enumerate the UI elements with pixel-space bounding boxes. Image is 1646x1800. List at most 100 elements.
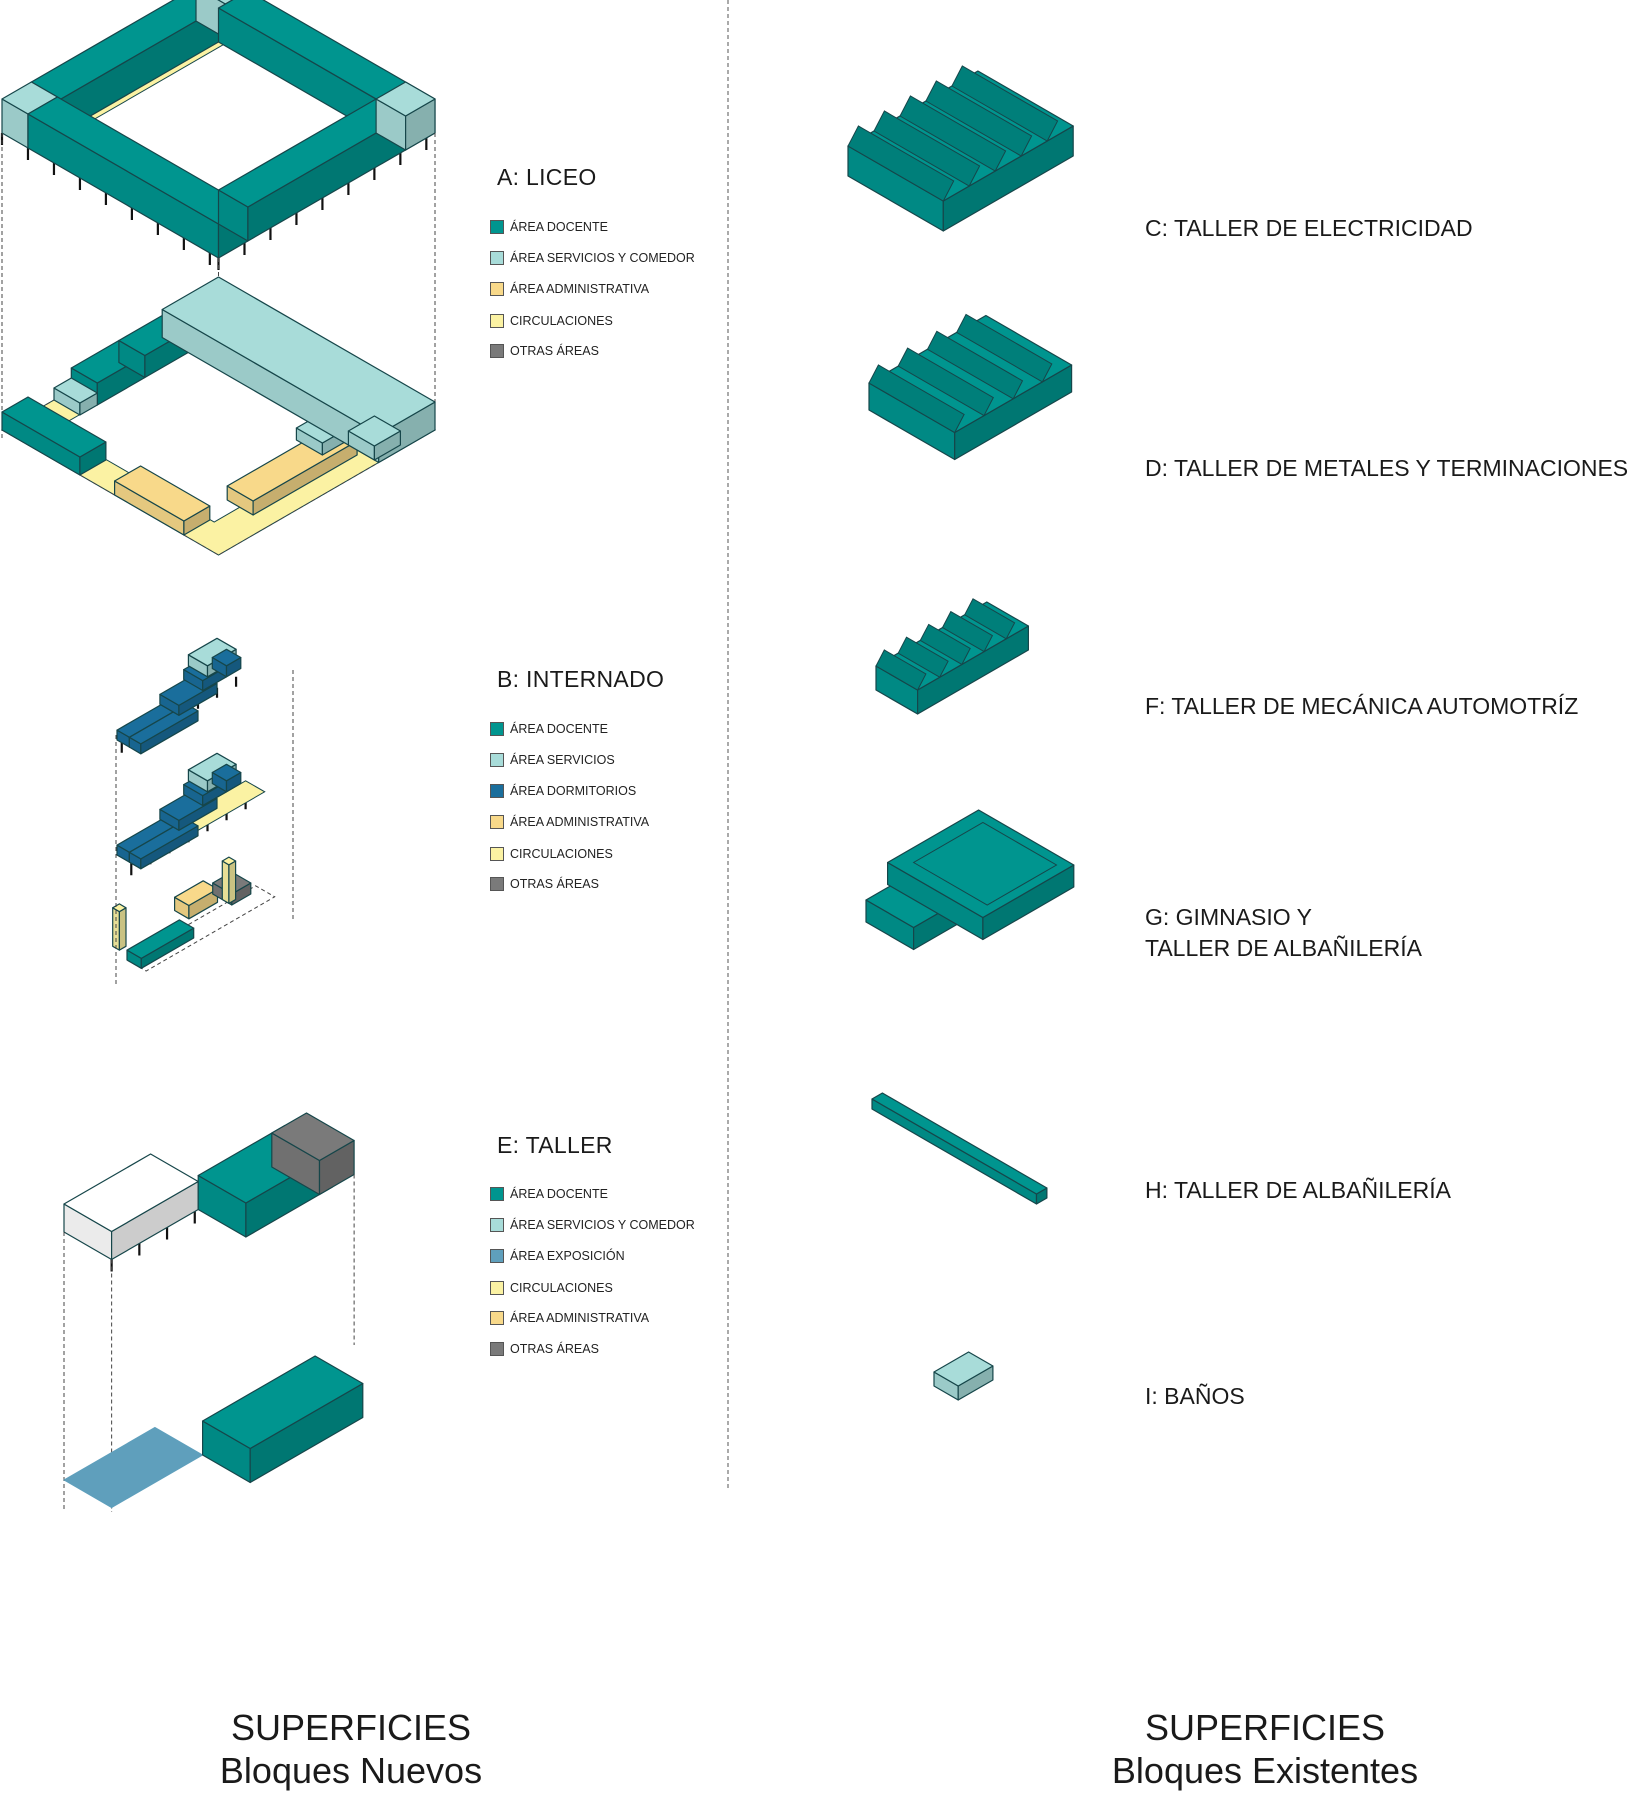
legend-item: ÁREA DOCENTE [490,721,608,737]
legend-item: CIRCULACIONES [490,313,613,329]
legend-label: ÁREA ADMINISTRATIVA [510,815,650,829]
legend-label: ÁREA ADMINISTRATIVA [510,282,650,296]
legend-item: ÁREA ADMINISTRATIVA [490,814,649,830]
internado-stair-tower-face [118,907,127,951]
legend-label: ÁREA DORMITORIOS [510,784,637,798]
legend-item: ÁREA SERVICIOS [490,752,615,768]
liceo-corner-block-top [375,81,436,117]
block-c-label: C: TALLER DE ELECTRICIDAD [1145,213,1473,244]
legend-label: OTRAS ÁREAS [510,1342,599,1356]
legend-swatch [490,877,504,891]
footer-new-blocks: SUPERFICIES Bloques Nuevos [141,1706,561,1792]
block-a-title: A: LICEO [497,164,597,190]
legend-label: OTRAS ÁREAS [510,877,599,891]
footer-title: SUPERFICIES [230,1707,472,1748]
existing-block-h-top [871,1092,1048,1195]
liceo-ground-admin-top [113,465,211,522]
legend-item: ÁREA ADMINISTRATIVA [490,281,649,297]
block-g-label: G: GIMNASIO Y TALLER DE ALBAÑILERÍA [1145,902,1422,964]
existing-block-f-roof-tooth [919,623,971,666]
liceo-ground-service-top [347,415,401,447]
legend-label: CIRCULACIONES [510,314,613,328]
legend-swatch [490,1281,504,1295]
existing-block-c-roof-tooth [899,95,1007,172]
liceo-service-block-top [217,0,234,5]
existing-block-c-roof-tooth [951,65,1059,142]
liceo-dining-hall-top [161,276,436,436]
existing-block-d-roof-tooth [926,330,1024,400]
existing-block-g-roof-line [912,821,1058,906]
existing-block-c-roof-tooth [925,80,1033,157]
legend-item: ÁREA SERVICIOS Y COMEDOR [490,1217,695,1233]
existing-block-d-roof-tooth [868,364,965,434]
legend-item: OTRAS ÁREAS [490,343,599,359]
dormitory-block-top [211,763,242,782]
legend-swatch [490,815,504,829]
legend-label: CIRCULACIONES [510,847,613,861]
legend-label: ÁREA DOCENTE [510,220,608,234]
legend-item: ÁREA EXPOSICIÓN [490,1248,625,1264]
block-label-line: F: TALLER DE MECÁNICA AUTOMOTRÍZ [1145,693,1579,719]
legend-label: ÁREA SERVICIOS [510,753,615,767]
legend-swatch [490,251,504,265]
existing-block-i-top [933,1351,994,1387]
dormitory-block-top [211,648,242,667]
legend-swatch [490,722,504,736]
block-e-title: E: TALLER [497,1132,613,1158]
block-label-line: G: GIMNASIO Y [1145,904,1312,930]
block-label-line: C: TALLER DE ELECTRICIDAD [1145,215,1473,241]
legend-swatch [490,847,504,861]
internado-service-top [187,637,237,667]
legend-swatch [490,784,504,798]
footer-existing-blocks: SUPERFICIES Bloques Existentes [1055,1706,1475,1792]
existing-block-f-roof-tooth [941,610,994,653]
existing-block-c-roof-tooth [847,125,955,202]
legend-item: CIRCULACIONES [490,846,613,862]
legend-item: ÁREA ADMINISTRATIVA [490,1310,649,1326]
block-label-line: TALLER DE ALBAÑILERÍA [1145,935,1422,961]
existing-block-c-roof-tooth [873,110,981,187]
footer-subtitle: Bloques Existentes [1111,1750,1419,1791]
legend-item: OTRAS ÁREAS [490,876,599,892]
legend-item: OTRAS ÁREAS [490,1341,599,1357]
legend-label: OTRAS ÁREAS [510,344,599,358]
existing-block-d-roof-tooth [897,347,994,417]
existing-block-f-roof-tooth [875,649,927,691]
internado-stair-tower-top [221,856,237,866]
existing-block-h-face [871,1098,1038,1205]
existing-block-f-roof-tooth [964,598,1016,640]
legend-label: ÁREA DOCENTE [510,722,608,736]
taller-other-top [271,1112,355,1162]
block-d-label: D: TALLER DE METALES Y TERMINACIONES [1145,453,1628,484]
legend-swatch [490,753,504,767]
legend-swatch [490,314,504,328]
block-label-line: D: TALLER DE METALES Y TERMINACIONES [1145,455,1629,481]
liceo-ground-service-top [53,377,98,404]
existing-block-d-roof-tooth [956,313,1053,383]
legend-item: CIRCULACIONES [490,1280,613,1296]
legend-label: ÁREA ADMINISTRATIVA [510,1311,650,1325]
internado-stair-tower-top [112,903,127,913]
taller-ground-workshop-top [202,1355,364,1450]
footer-title: SUPERFICIES [1144,1707,1386,1748]
legend-swatch [490,1342,504,1356]
internado-classroom-top [126,919,195,960]
legend-swatch [490,1218,504,1232]
legend-item: ÁREA SERVICIOS Y COMEDOR [490,250,695,266]
legend-swatch [490,220,504,234]
internado-service-top [187,752,237,782]
block-f-label: F: TALLER DE MECÁNICA AUTOMOTRÍZ [1145,691,1578,722]
legend-label: ÁREA SERVICIOS Y COMEDOR [510,251,695,265]
legend-swatch [490,1311,504,1325]
block-label-line: H: TALLER DE ALBAÑILERÍA [1145,1177,1451,1203]
block-i-label: I: BAÑOS [1145,1381,1245,1412]
legend-swatch [490,282,504,296]
legend-item: ÁREA DORMITORIOS [490,783,636,799]
footer-subtitle: Bloques Nuevos [219,1750,483,1791]
taller-exposition-area [63,1426,204,1509]
internado-stair-tower-face [221,860,230,905]
internado-stair-tower-face [112,907,121,951]
legend-item: ÁREA DOCENTE [490,219,608,235]
